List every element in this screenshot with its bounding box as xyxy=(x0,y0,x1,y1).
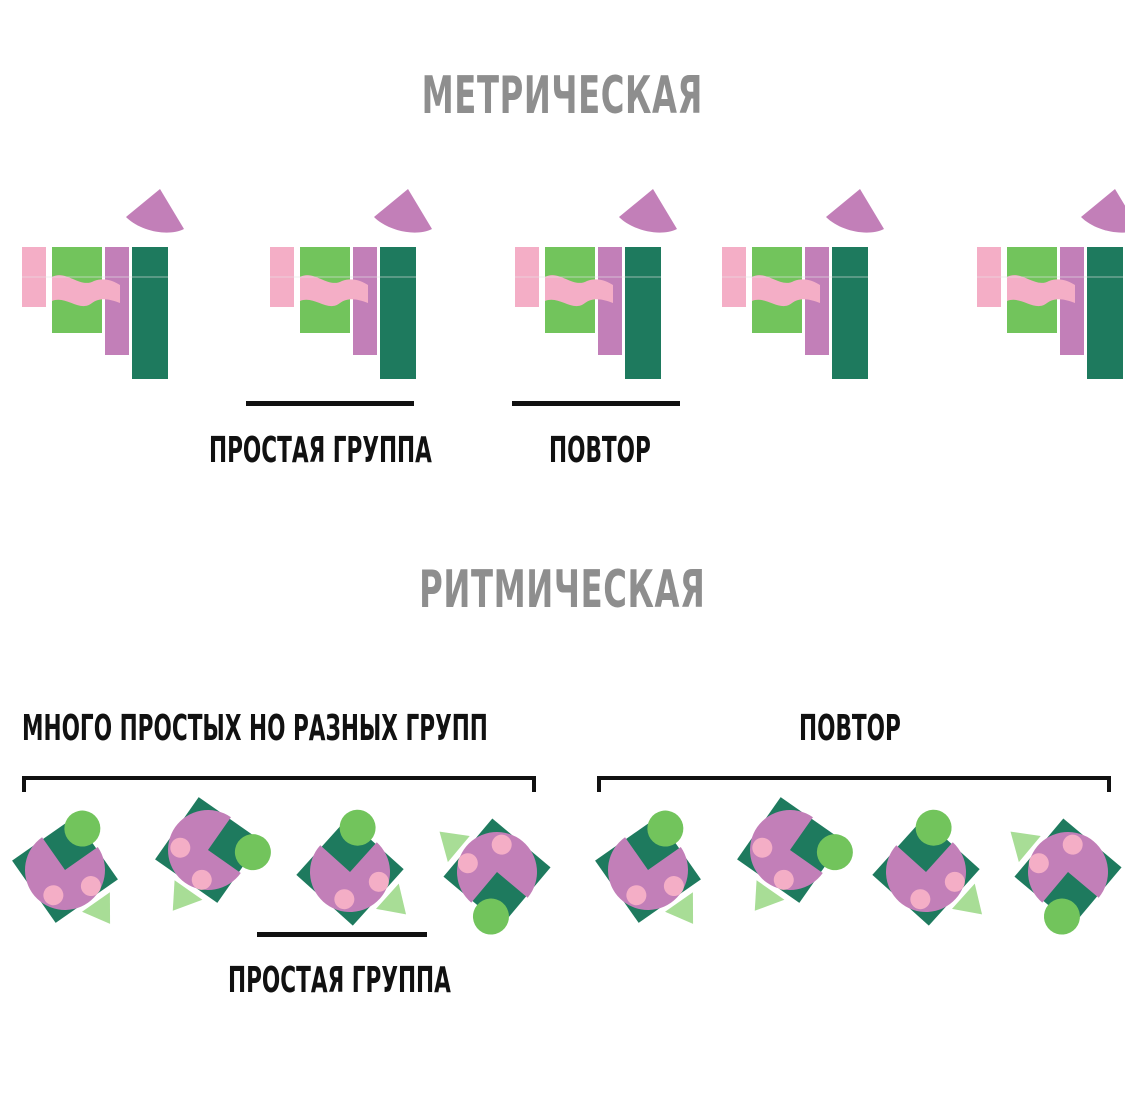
pink-circle xyxy=(773,869,794,890)
dark-green-rect xyxy=(380,247,416,379)
pink-wave xyxy=(300,275,368,307)
pale-green-triangle xyxy=(376,883,407,915)
pink-circle xyxy=(457,853,478,874)
metric-simple-group-label: ПРОСТАЯ ГРУППА xyxy=(209,430,432,471)
dark-green-rect xyxy=(1087,247,1123,379)
mauve-triangle xyxy=(826,189,884,233)
pink-circle xyxy=(752,837,773,858)
pale-green-triangle xyxy=(665,892,694,924)
pink-circle xyxy=(170,837,191,858)
pink-wave xyxy=(545,275,613,307)
repeat-bracket-right-tick xyxy=(1107,776,1111,792)
pale-green-triangle xyxy=(754,880,785,911)
green-circle xyxy=(472,898,509,935)
metric-group xyxy=(722,189,884,379)
green-circle xyxy=(234,834,271,871)
green-circle xyxy=(915,809,952,846)
pink-circle xyxy=(80,876,101,897)
rhythmic-groups xyxy=(12,797,1122,935)
pink-circle xyxy=(491,834,512,855)
mauve-triangle xyxy=(619,189,677,233)
mauve-triangle xyxy=(1081,189,1125,233)
many-groups-bracket xyxy=(22,776,536,780)
metric-group xyxy=(22,189,184,379)
rhythmic-group xyxy=(439,818,551,935)
rhythmic-group xyxy=(737,797,853,911)
green-circle xyxy=(339,809,376,846)
many-groups-bracket-left-tick xyxy=(22,776,26,792)
metric-repeat-label: ПОВТОР xyxy=(549,430,651,471)
metric-groups xyxy=(22,189,1125,379)
rhythmic-simple-group-underline xyxy=(257,932,427,937)
pink-circle xyxy=(944,871,965,892)
mauve-circle-sector xyxy=(1028,832,1108,903)
pink-circle xyxy=(910,889,931,910)
green-circle xyxy=(647,810,684,847)
metric-group xyxy=(515,189,677,379)
rhythmic-group xyxy=(12,810,118,924)
pink-circle xyxy=(1062,834,1083,855)
metric-group xyxy=(270,189,432,379)
pink-wave xyxy=(1007,275,1075,307)
pink-circle xyxy=(43,885,64,906)
rhythmic-group xyxy=(296,809,407,926)
rhythmic-repeat-label: ПОВТОР xyxy=(799,708,901,749)
many-groups-label: МНОГО ПРОСТЫХ НО РАЗНЫХ ГРУПП xyxy=(22,708,488,749)
mauve-triangle xyxy=(374,189,432,233)
pale-green-triangle xyxy=(952,883,983,915)
green-circle xyxy=(816,834,853,871)
pink-circle xyxy=(1028,853,1049,874)
metric-group xyxy=(977,189,1125,379)
pink-circle xyxy=(368,871,389,892)
pale-green-triangle xyxy=(82,892,111,924)
pink-wave xyxy=(752,275,820,307)
rhythmic-group xyxy=(872,809,983,926)
mauve-circle-sector xyxy=(886,842,966,912)
pale-green-triangle xyxy=(439,831,470,863)
mauve-triangle xyxy=(126,189,184,233)
pale-green-triangle xyxy=(172,880,203,911)
dark-green-rect xyxy=(132,247,168,379)
many-groups-bracket-right-tick xyxy=(532,776,536,792)
rhythmic-group xyxy=(1010,818,1122,935)
green-circle xyxy=(1043,898,1080,935)
mauve-circle-sector xyxy=(310,842,390,912)
pink-circle xyxy=(626,885,647,906)
pale-green-triangle xyxy=(1010,831,1041,863)
pink-circle xyxy=(663,876,684,897)
simple-group-underline xyxy=(246,401,414,406)
green-circle xyxy=(64,810,101,847)
metric-section-title: МЕТРИЧЕСКАЯ xyxy=(421,66,704,126)
pink-circle xyxy=(191,869,212,890)
rhythmic-simple-group-label: ПРОСТАЯ ГРУППА xyxy=(228,960,451,1001)
mauve-circle-sector xyxy=(168,810,241,890)
rhythmic-group xyxy=(155,797,271,911)
dark-green-rect xyxy=(625,247,661,379)
dark-green-rect xyxy=(832,247,868,379)
repeat-underline xyxy=(512,401,680,406)
mauve-circle-sector xyxy=(750,810,823,890)
repeat-bracket xyxy=(597,776,1111,780)
mauve-circle-sector xyxy=(457,832,537,903)
repeat-bracket-left-tick xyxy=(597,776,601,792)
rhythmic-section-title: РИТМИЧЕСКАЯ xyxy=(419,560,706,620)
pink-wave xyxy=(52,275,120,307)
pink-circle xyxy=(334,889,355,910)
rhythmic-group xyxy=(595,810,701,924)
